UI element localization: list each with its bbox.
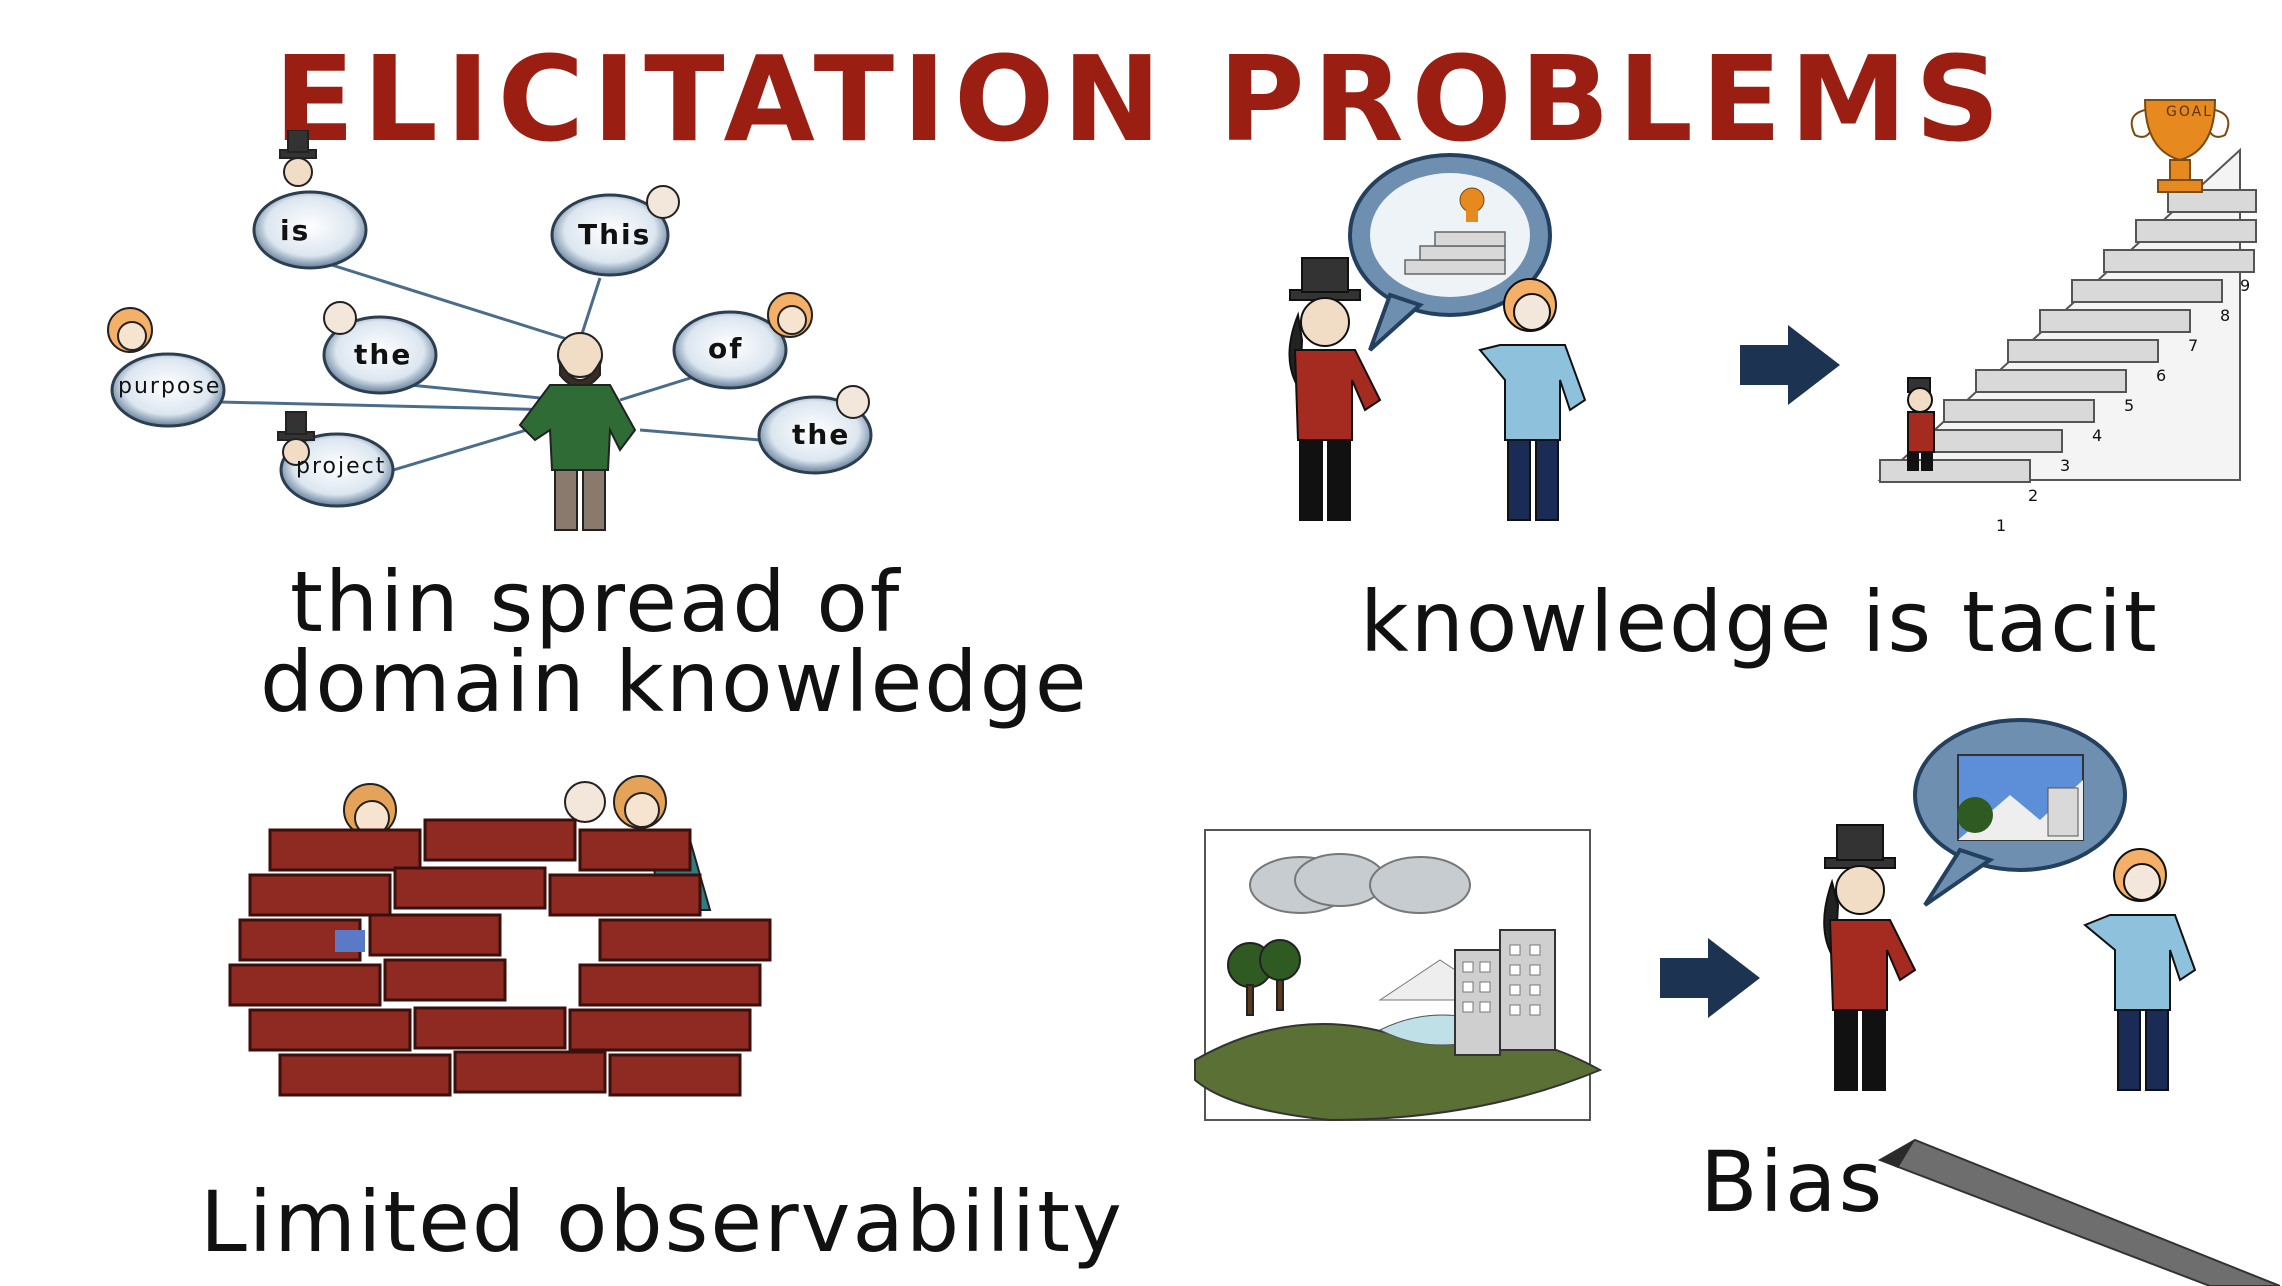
- bubble-word-project: project: [296, 454, 387, 479]
- brick-wall-illustration: [228, 775, 772, 1097]
- bubble-word-the: the: [354, 338, 413, 371]
- step-number-4: 4: [2092, 426, 2105, 445]
- bubble-word-this: This: [578, 218, 652, 251]
- trophy-icon: [2130, 99, 2230, 193]
- bubble-word-of: of: [708, 332, 744, 365]
- step-number-1: 1: [1996, 516, 2009, 535]
- step-number-8: 8: [2220, 306, 2233, 325]
- page-title: ELICITATION PROBLEMS: [273, 30, 2009, 168]
- step-number-9: 9: [2240, 276, 2253, 295]
- arrow-right-icon: [1740, 325, 1840, 405]
- step-number-6: 6: [2156, 366, 2169, 385]
- arrow-right-icon: [1660, 938, 1760, 1018]
- trophy-goal-label: GOAL: [2166, 104, 2213, 120]
- bubble-word-the-2: the: [792, 418, 851, 451]
- tacit-knowledge-illustration: [1288, 99, 2257, 521]
- caption-thin-spread-line2: domain knowledge: [260, 633, 1089, 731]
- caption-bias: Bias: [1700, 1133, 1885, 1231]
- bias-illustration: [1194, 718, 2280, 1286]
- step-number-3: 3: [2060, 456, 2073, 475]
- thin-spread-illustration: [107, 130, 873, 531]
- caption-observability: Limited observability: [200, 1173, 1124, 1271]
- bubble-word-purpose: purpose: [118, 374, 222, 399]
- pen-icon: [1877, 1138, 2280, 1286]
- caption-tacit: knowledge is tacit: [1360, 573, 2159, 671]
- step-number-7: 7: [2188, 336, 2201, 355]
- caption-thin-spread-line1: thin spread of: [290, 553, 902, 651]
- step-number-5: 5: [2124, 396, 2137, 415]
- step-number-2: 2: [2028, 486, 2041, 505]
- bubble-word-is: is: [280, 214, 311, 247]
